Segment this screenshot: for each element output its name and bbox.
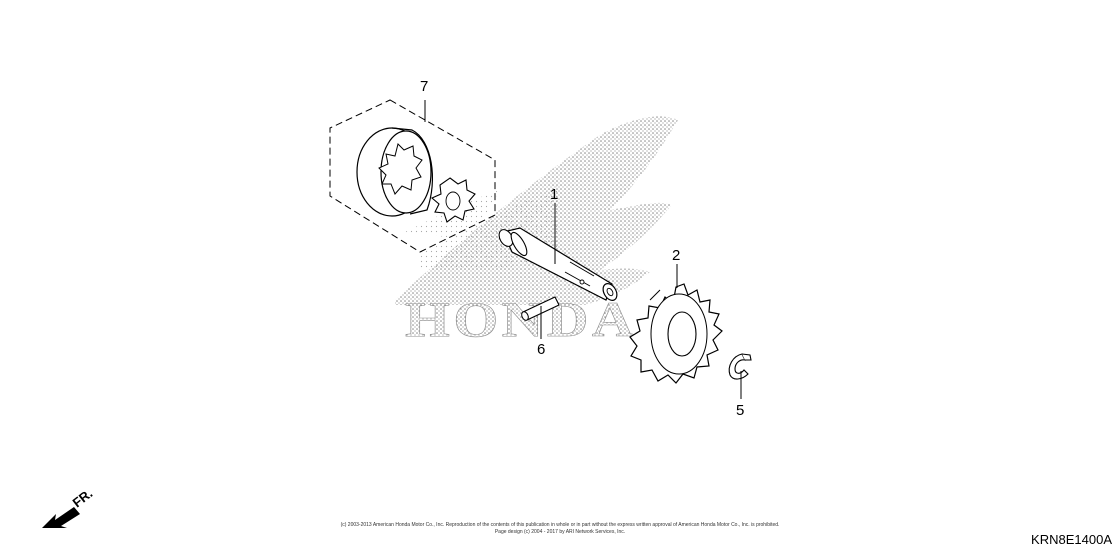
callout-1[interactable]: 1 bbox=[550, 186, 558, 203]
diagram-code: KRN8E1400A bbox=[1031, 532, 1112, 547]
callout-7[interactable]: 7 bbox=[420, 78, 428, 95]
front-arrow-icon bbox=[42, 507, 80, 528]
callout-2[interactable]: 2 bbox=[672, 247, 680, 264]
callout-6[interactable]: 6 bbox=[537, 341, 545, 358]
callout-5[interactable]: 5 bbox=[736, 402, 744, 419]
honda-watermark-text: HONDA bbox=[405, 291, 637, 347]
fr-label: FR. bbox=[70, 486, 96, 511]
driven-gear-icon bbox=[629, 283, 723, 384]
pump-shaft-icon bbox=[498, 227, 618, 301]
snap-ring-icon bbox=[728, 353, 752, 380]
copyright-line-2: Page design (c) 2004 - 2017 by ARI Netwo… bbox=[494, 529, 626, 535]
oil-pump-rotor-set-icon bbox=[329, 99, 496, 253]
copyright-line-1: (c) 2003-2013 American Honda Motor Co., … bbox=[340, 522, 780, 528]
